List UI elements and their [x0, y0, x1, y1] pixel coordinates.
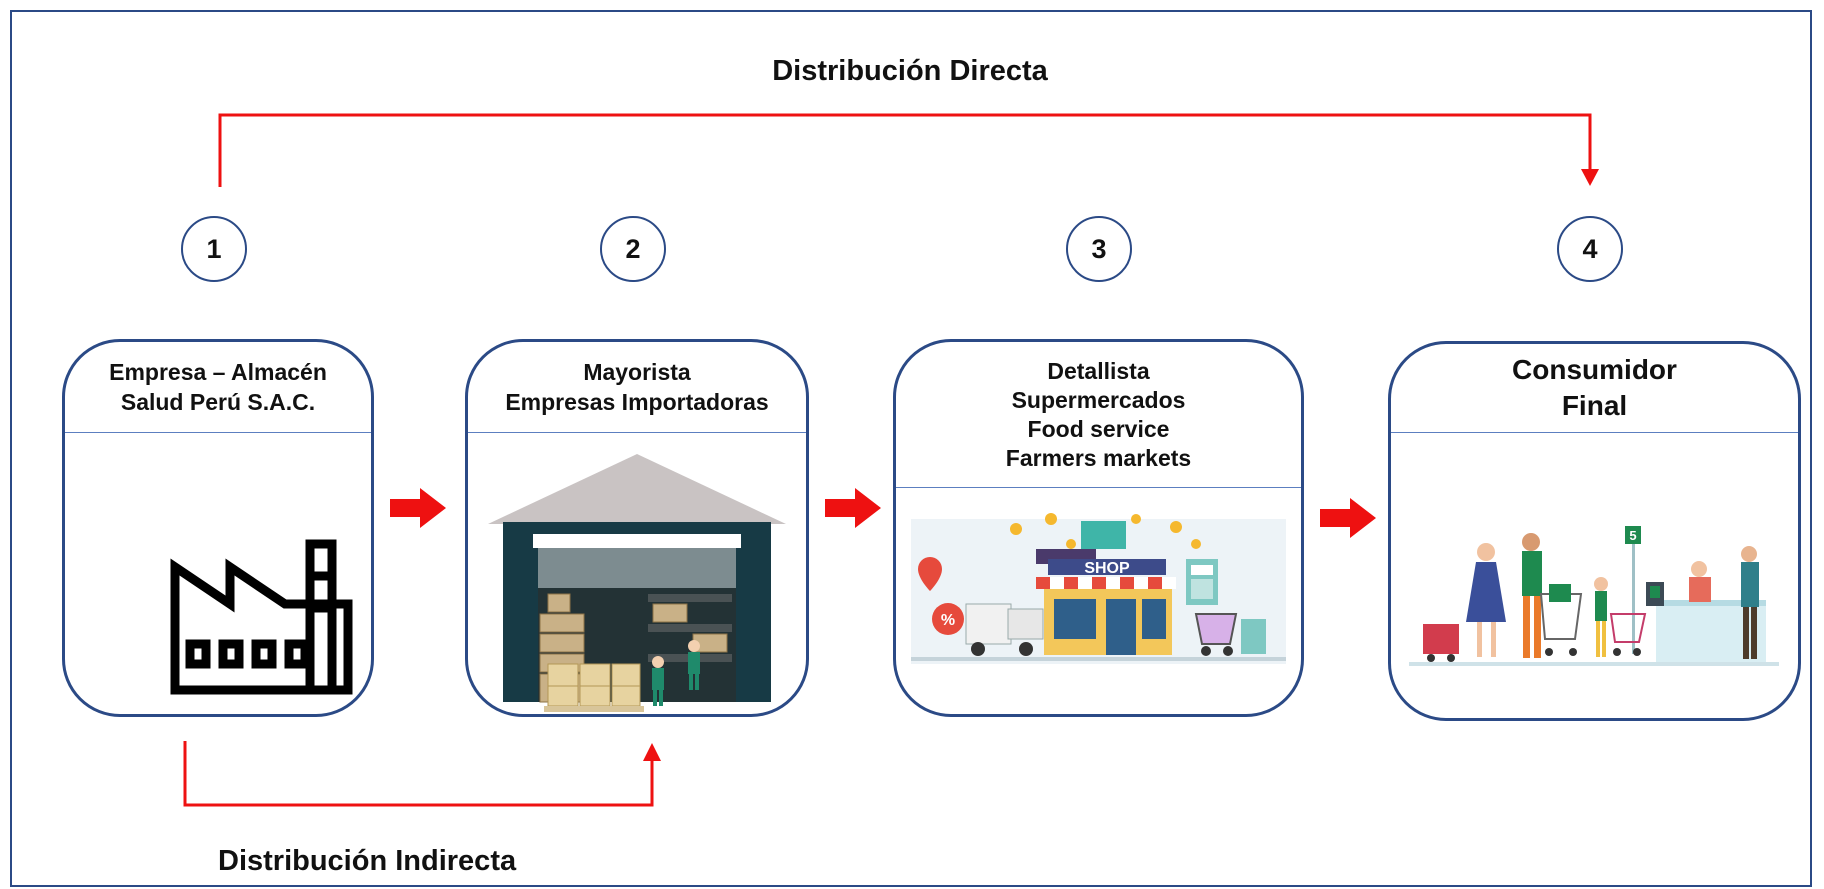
diagram-frame	[10, 10, 1812, 887]
indirect-distribution-line	[183, 741, 654, 807]
step-4-box: Consumidor Final 5	[1388, 341, 1801, 721]
checkout-sign: 5	[1629, 528, 1636, 543]
factory-icon	[65, 434, 371, 714]
step-1-box: Empresa – Almacén Salud Perú S.A.C.	[62, 339, 374, 717]
direct-distribution-line	[218, 113, 1592, 187]
step-1-circle: 1	[181, 216, 247, 282]
arrow-2-to-3	[825, 488, 881, 528]
direct-distribution-label: Distribución Directa	[772, 55, 1048, 87]
step-2-title: Mayorista Empresas Importadoras	[468, 342, 806, 433]
direct-distribution-arrowhead	[1581, 169, 1599, 186]
discount-sign: %	[941, 612, 955, 629]
step-3-title: Detallista Supermercados Food service Fa…	[896, 342, 1301, 488]
step-2-circle: 2	[600, 216, 666, 282]
arrow-3-to-4	[1320, 498, 1376, 538]
arrow-1-to-2	[390, 488, 446, 528]
step-3-box: Detallista Supermercados Food service Fa…	[893, 339, 1304, 717]
step-4-circle: 4	[1557, 216, 1623, 282]
indirect-distribution-label: Distribución Indirecta	[218, 845, 517, 877]
step-2-box: Mayorista Empresas Importadoras	[465, 339, 809, 717]
shop-icon: % SHOP	[896, 489, 1301, 714]
warehouse-icon	[468, 434, 806, 714]
step-1-title: Empresa – Almacén Salud Perú S.A.C.	[65, 342, 371, 433]
indirect-distribution-arrowhead	[643, 743, 661, 761]
shop-sign: SHOP	[1084, 560, 1130, 577]
step-4-title: Consumidor Final	[1391, 344, 1798, 433]
checkout-icon: 5	[1391, 434, 1798, 718]
step-3-circle: 3	[1066, 216, 1132, 282]
